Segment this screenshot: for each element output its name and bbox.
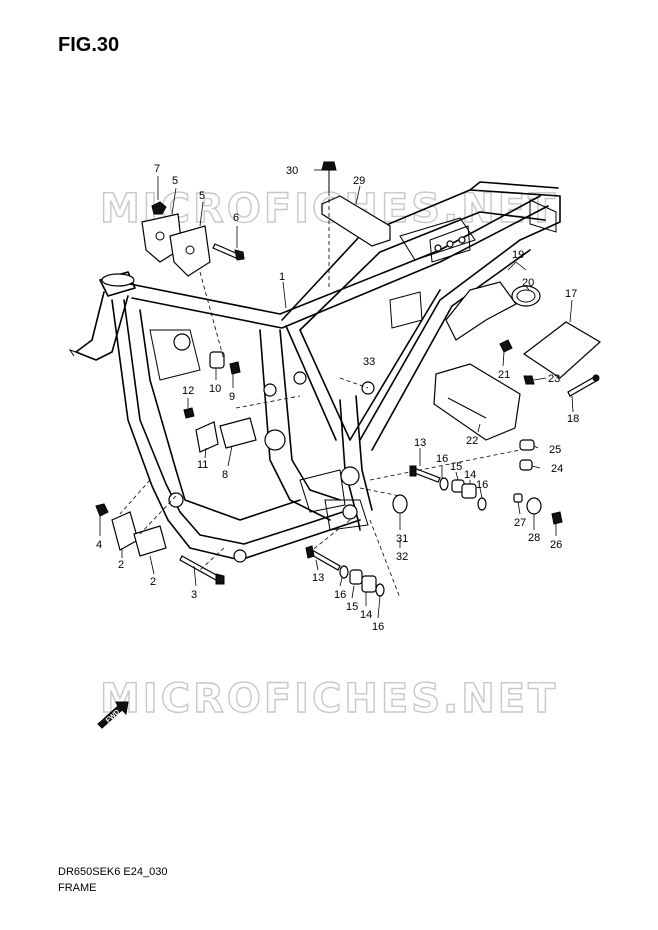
callout-5-right: 5 — [199, 190, 205, 202]
callout-5-left: 5 — [172, 175, 178, 187]
callout-16-lower-a: 16 — [334, 589, 346, 601]
callout-30: 30 — [286, 165, 298, 177]
callout-16-upper-b: 16 — [476, 479, 488, 491]
callout-15-upper: 15 — [450, 461, 462, 473]
callout-2-upper: 2 — [118, 559, 124, 571]
callout-11: 11 — [197, 459, 208, 471]
callout-19: 19 — [512, 249, 524, 261]
callout-7: 7 — [154, 163, 160, 175]
figure-title: FIG.30 — [58, 34, 120, 56]
callout-27: 27 — [514, 517, 526, 529]
callout-3: 3 — [191, 589, 197, 601]
callout-2-lower: 2 — [150, 576, 156, 588]
callout-numbers: 7 5 5 6 30 29 1 19 20 17 33 21 23 18 12 … — [96, 163, 579, 633]
callout-1: 1 — [279, 271, 285, 283]
callout-4: 4 — [96, 539, 102, 551]
callout-17: 17 — [565, 288, 577, 300]
callout-9: 9 — [229, 391, 235, 403]
callout-24: 24 — [551, 463, 563, 475]
callout-13-upper: 13 — [414, 437, 426, 449]
callout-16-lower-b: 16 — [372, 621, 384, 633]
callout-15-lower: 15 — [346, 601, 358, 613]
callout-28: 28 — [528, 532, 540, 544]
callout-33: 33 — [363, 356, 375, 368]
callout-22: 22 — [466, 435, 478, 447]
callout-6: 6 — [233, 212, 239, 224]
loose-parts — [95, 161, 602, 729]
callout-13-lower: 13 — [312, 572, 324, 584]
callout-31: 31 — [396, 533, 408, 545]
leader-lines — [99, 169, 574, 619]
callout-26: 26 — [550, 539, 562, 551]
callout-14-upper: 14 — [464, 469, 476, 481]
callout-21: 21 — [498, 369, 510, 381]
frame-drawing — [68, 181, 561, 563]
callout-29: 29 — [353, 175, 365, 187]
callout-18: 18 — [567, 413, 579, 425]
model-code: DR650SEK6 E24_030 — [58, 866, 168, 878]
callout-32: 32 — [396, 551, 408, 563]
watermark-bottom: MICROFICHES.NET — [100, 676, 558, 722]
callout-8: 8 — [222, 469, 228, 481]
callout-23: 23 — [548, 373, 560, 385]
callout-14-lower: 14 — [360, 609, 372, 621]
callout-10: 10 — [209, 383, 221, 395]
callout-12: 12 — [182, 385, 194, 397]
callout-25: 25 — [549, 444, 561, 456]
section-name: FRAME — [58, 882, 97, 894]
callout-20: 20 — [522, 277, 534, 289]
callout-16-upper-a: 16 — [436, 453, 448, 465]
